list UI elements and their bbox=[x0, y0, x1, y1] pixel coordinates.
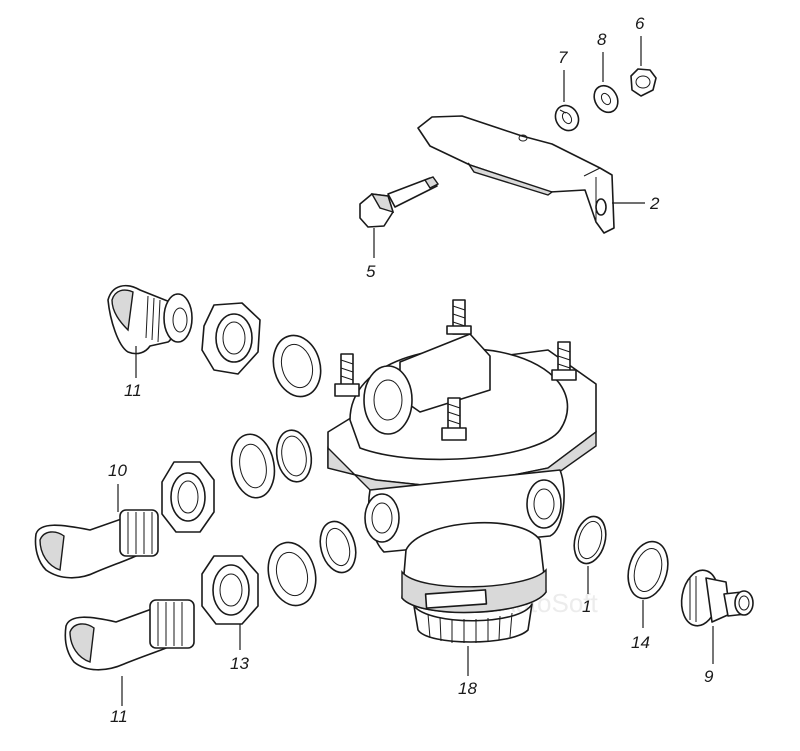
part-9-adapter bbox=[680, 569, 754, 627]
part-5-bolt bbox=[359, 176, 440, 228]
stud-right bbox=[551, 341, 577, 381]
callout-8: 8 bbox=[597, 30, 607, 49]
part-8-washer bbox=[593, 84, 619, 114]
callout-6: 6 bbox=[635, 14, 645, 33]
mid-left-washers bbox=[230, 429, 313, 499]
stud-left bbox=[334, 353, 360, 397]
callout-11-lower: 11 bbox=[110, 707, 128, 726]
callout-11-upper: 11 bbox=[124, 381, 142, 400]
callout-9: 9 bbox=[704, 667, 714, 686]
part-6-nut bbox=[630, 68, 657, 97]
callout-14: 14 bbox=[631, 633, 650, 652]
callout-1: 1 bbox=[582, 597, 591, 616]
part-7-spring-washer bbox=[554, 104, 580, 132]
upper-hex-nut bbox=[201, 302, 261, 375]
part-14-washer bbox=[627, 540, 669, 600]
part-10-elbow bbox=[34, 509, 159, 579]
callout-18: 18 bbox=[458, 679, 477, 698]
callout-13: 13 bbox=[230, 654, 249, 673]
callout-5: 5 bbox=[366, 262, 376, 281]
part-11-elbow-lower bbox=[64, 599, 195, 671]
part-2-bracket bbox=[417, 115, 615, 234]
part-11-elbow-upper bbox=[107, 284, 193, 355]
stud-front bbox=[441, 397, 467, 441]
callout-2: 2 bbox=[649, 194, 660, 213]
upper-sealing-washer bbox=[272, 334, 322, 398]
mid-left-hex-nut bbox=[161, 461, 215, 533]
part-13-hex-nut bbox=[201, 555, 259, 625]
part-1-o-ring bbox=[573, 515, 607, 565]
callout-7: 7 bbox=[558, 48, 568, 67]
lower-mid-washers bbox=[267, 520, 357, 607]
part-18-valve-body bbox=[327, 299, 597, 643]
stud-rear bbox=[446, 299, 472, 335]
callout-10: 10 bbox=[108, 461, 127, 480]
